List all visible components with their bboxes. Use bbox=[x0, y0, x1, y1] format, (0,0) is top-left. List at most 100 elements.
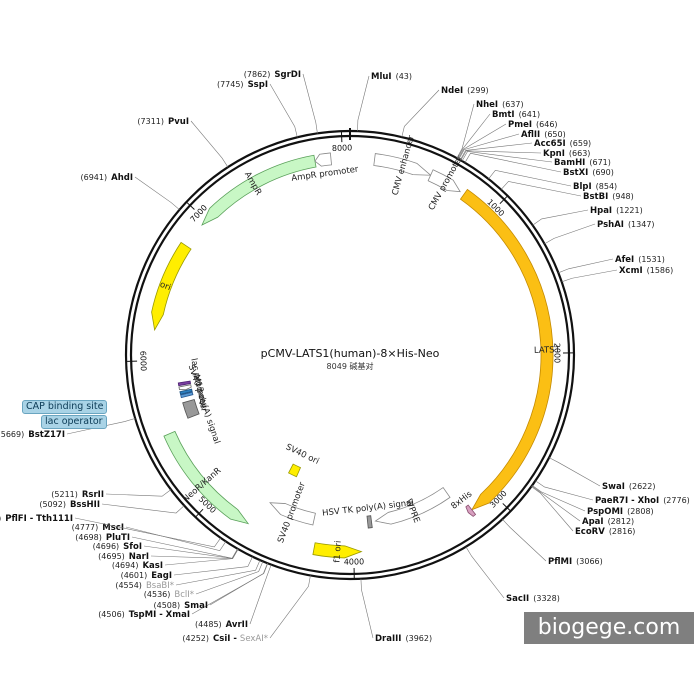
site-label-bsabi: (4554)BsaBI* bbox=[115, 581, 174, 591]
site-leader-ecorv bbox=[531, 486, 574, 532]
site-extra-csii: SexAI* bbox=[240, 634, 268, 644]
site-name-sspi: SspI bbox=[248, 80, 268, 90]
site-label-xcmi: XcmI(1586) bbox=[619, 266, 673, 276]
site-pos-bmti: (641) bbox=[519, 110, 541, 119]
site-leader-pluti bbox=[131, 536, 238, 559]
site-leader-avrii bbox=[249, 564, 272, 625]
feature-cmv-enhancer bbox=[373, 153, 432, 176]
site-label-draiii: DraIII(3962) bbox=[375, 634, 432, 644]
site-name-kasi: KasI bbox=[142, 561, 163, 571]
feature-f1-ori bbox=[312, 542, 363, 559]
feature-neor-kanr bbox=[163, 430, 250, 525]
site-pos-bcli: (4536) bbox=[144, 590, 171, 599]
site-pos-blpi: (854) bbox=[596, 182, 618, 191]
feature-cmv-promoter bbox=[427, 169, 461, 193]
site-leader-mlui bbox=[357, 75, 370, 132]
site-name-nari: NarI bbox=[129, 552, 149, 562]
tick-mark bbox=[195, 508, 204, 517]
site-name-aflii: AflII bbox=[521, 130, 540, 140]
site-pos-nari: (4695) bbox=[98, 552, 125, 561]
site-name-tspmi-xmai: TspMI - XmaI bbox=[129, 610, 190, 620]
site-pos-rsrii: (5211) bbox=[51, 490, 78, 499]
site-leader-bstz17i bbox=[66, 418, 136, 435]
site-leader-nhei bbox=[456, 103, 475, 159]
site-label-nhei: NheI (637) bbox=[476, 100, 524, 110]
site-leader-pspomi bbox=[531, 485, 586, 512]
feature-m13-rev bbox=[180, 391, 194, 399]
lac-operator-callout: lac operator bbox=[41, 415, 107, 429]
plasmid-length: 8049 碱基对 bbox=[327, 361, 374, 371]
site-pos-sspi: (7745) bbox=[217, 80, 244, 89]
site-label-ahdi: (6941)AhdI bbox=[81, 173, 134, 183]
site-label-kasi: (4694)KasI bbox=[112, 561, 163, 571]
site-pos-pspomi: (2808) bbox=[627, 507, 654, 516]
feature-ori bbox=[151, 241, 192, 332]
site-leader-pflmi bbox=[502, 518, 547, 562]
site-label-pflfi-tth111i: (4813)PflFI - Tth111I bbox=[0, 514, 73, 524]
site-label-mlui: MluI(43) bbox=[371, 72, 412, 82]
site-label-bstbi: BstBI(948) bbox=[583, 192, 634, 202]
site-name-swai: SwaI bbox=[602, 482, 625, 492]
site-label-pshai: PshAI (1347) bbox=[597, 220, 655, 230]
site-name-msci: MscI bbox=[102, 523, 124, 533]
site-pos-eagi: (4601) bbox=[121, 571, 148, 580]
site-name-sfoi: SfoI bbox=[123, 542, 142, 552]
site-leader-ahdi bbox=[134, 176, 180, 210]
site-pos-pvui: (7311) bbox=[137, 117, 164, 126]
site-label-ndei: NdeI(299) bbox=[441, 86, 489, 96]
site-leader-sfoi bbox=[143, 545, 239, 559]
plasmid-title: pCMV-LATS1(human)-8×His-Neo bbox=[261, 347, 440, 360]
site-name-nhei: NheI bbox=[476, 100, 498, 110]
site-name-bcli: BclI* bbox=[174, 590, 194, 600]
site-label-acc65i: Acc65I(659) bbox=[534, 139, 591, 149]
site-name-ndei: NdeI bbox=[441, 86, 463, 96]
feature-sv40-ori bbox=[287, 463, 302, 478]
site-label-msci: (4777)MscI bbox=[72, 523, 124, 533]
site-leader-swai bbox=[548, 457, 601, 487]
site-leader-bcli bbox=[195, 561, 264, 595]
site-name-bsabi: BsaBI* bbox=[146, 581, 174, 591]
site-name-bamhi: BamHI bbox=[554, 158, 585, 168]
site-label-ecorv: EcoRV(2816) bbox=[575, 527, 635, 537]
tick-label: 8000 bbox=[332, 143, 353, 153]
site-leader-csii bbox=[269, 575, 311, 639]
site-label-bcli: (4536)BclI* bbox=[144, 590, 194, 600]
site-pos-pshai: (1347) bbox=[628, 220, 655, 229]
site-leader-eagi bbox=[173, 556, 253, 576]
site-pos-msci: (4777) bbox=[72, 523, 99, 532]
site-pos-pmei: (646) bbox=[536, 120, 558, 129]
site-name-apai: ApaI bbox=[582, 517, 604, 527]
site-label-pmei: PmeI (646) bbox=[508, 120, 558, 130]
site-name-afei: AfeI bbox=[615, 255, 634, 265]
site-leader-bstbi bbox=[500, 181, 582, 197]
site-name-kpni: KpnI bbox=[543, 149, 565, 159]
site-label-eagi: (4601)EagI bbox=[121, 571, 172, 581]
site-name-pspomi: PspOMI bbox=[587, 507, 623, 517]
site-label-afei: AfeI(1531) bbox=[615, 255, 665, 265]
site-leader-paer7i-xhoi bbox=[535, 480, 594, 501]
site-label-blpi: BlpI (854) bbox=[573, 182, 617, 192]
site-label-avrii: (4485)AvrII bbox=[195, 620, 248, 630]
site-name-eagi: EagI bbox=[151, 571, 172, 581]
site-name-blpi: BlpI bbox=[573, 182, 592, 192]
site-pos-sfoi: (4696) bbox=[93, 542, 120, 551]
feature-label-lats1: LATS1 bbox=[534, 345, 560, 356]
site-name-paer7i-xhoi: PaeR7I - XhoI bbox=[595, 496, 659, 506]
site-leader-acc65i bbox=[459, 142, 533, 161]
site-name-pshai: PshAI bbox=[597, 220, 624, 230]
site-name-acc65i: Acc65I bbox=[534, 139, 566, 149]
site-label-bstxi: BstXI(690) bbox=[563, 168, 614, 178]
site-pos-nhei: (637) bbox=[502, 100, 524, 109]
cap-binding-site-callout: CAP binding site bbox=[22, 400, 108, 414]
site-leader-draiii bbox=[360, 578, 374, 639]
site-pos-xcmi: (1586) bbox=[647, 266, 674, 275]
site-leader-apai bbox=[531, 485, 581, 522]
site-pos-swai: (2622) bbox=[629, 482, 656, 491]
site-name-sgrdi: SgrDI bbox=[274, 70, 301, 80]
site-name-pmei: PmeI bbox=[508, 120, 532, 130]
restriction-sites: MluI(43)NdeI(299)NheI(637)BmtI(641)PmeI(… bbox=[0, 70, 690, 644]
watermark: biogege.com bbox=[524, 612, 694, 644]
site-name-pflmi: PflMI bbox=[548, 557, 572, 567]
site-label-bstz17i: (5669)BstZ17I bbox=[0, 430, 65, 440]
site-pos-bstz17i: (5669) bbox=[0, 430, 24, 439]
